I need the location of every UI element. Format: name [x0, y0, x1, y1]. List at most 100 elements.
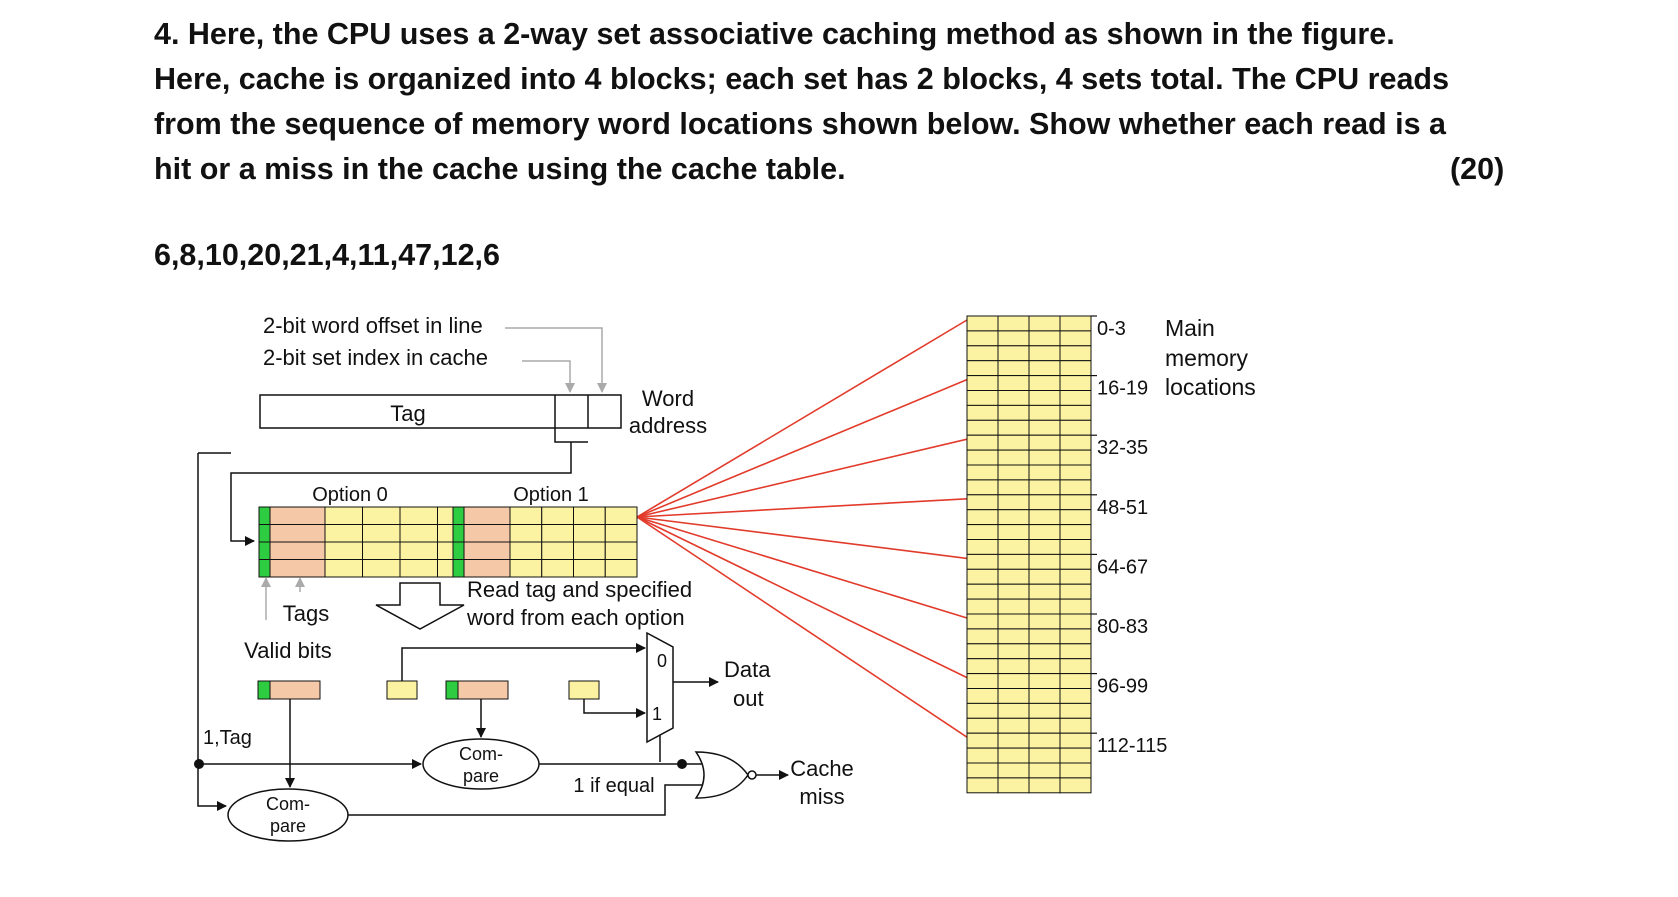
one-tag-label: 1,Tag [203, 727, 252, 749]
cache-cell [362, 559, 401, 578]
cache-grid [258, 506, 638, 578]
cache-cell [463, 559, 511, 578]
cache-cell [324, 506, 363, 525]
memory-range-label: 80-83 [1097, 616, 1148, 638]
memory-cell [997, 762, 1030, 779]
cache-cell [258, 541, 271, 560]
main-memory-label-3: locations [1165, 374, 1256, 400]
memory-cell [1028, 732, 1061, 749]
memory-cell [1028, 762, 1061, 779]
memory-cell [966, 568, 999, 585]
index-leader [522, 360, 575, 393]
memory-cell [997, 539, 1030, 555]
memory-cell [966, 524, 999, 540]
cache-cell [399, 541, 438, 560]
cache-cell [324, 541, 363, 560]
memory-cell [1059, 613, 1092, 630]
memory-cell [997, 330, 1030, 347]
memory-cell [997, 673, 1030, 689]
memory-cell [997, 404, 1030, 421]
memory-cell [1059, 688, 1092, 704]
question-line-4-text: hit or a miss in the cache using the cac… [154, 152, 846, 186]
compare0-label-2: pare [270, 816, 306, 836]
memory-cell [1059, 732, 1092, 749]
mux [646, 631, 674, 744]
cache-cell [509, 541, 543, 560]
question-text: 4. Here, the CPU uses a 2-way set associ… [154, 12, 1594, 192]
word-address-register [259, 394, 622, 429]
cache-cell [604, 506, 638, 525]
mapping-line [636, 438, 968, 518]
set-index-label: 2-bit set index in cache [263, 345, 488, 370]
cache-cell [324, 559, 363, 578]
mux-input1-label: 1 [652, 704, 662, 724]
memory-cell [1028, 404, 1061, 421]
cache-cell [362, 506, 401, 525]
memory-cell [997, 434, 1030, 451]
memory-cell [1059, 479, 1092, 496]
memory-cell [1059, 434, 1092, 451]
memory-cell [966, 494, 999, 511]
memory-cell [966, 732, 999, 749]
memory-cell [1059, 404, 1092, 421]
cache-cell [362, 541, 401, 560]
nor-gate [694, 751, 749, 799]
memory-range-label: 0-3 [1097, 318, 1126, 340]
cache-cell [452, 524, 465, 543]
memory-cell [966, 583, 999, 600]
memory-cell [997, 717, 1030, 734]
memory-cell [966, 509, 999, 526]
cache-cell [541, 541, 574, 560]
address-sequence: 6,8,10,20,21,4,11,47,12,6 [154, 238, 500, 272]
memory-cell [1028, 568, 1061, 585]
cache-cell [258, 559, 271, 578]
memory-cell [1028, 717, 1061, 734]
cache-miss-label-2: miss [799, 784, 844, 809]
cache-cell [604, 541, 638, 560]
tag-field-label: Tag [390, 401, 425, 426]
cache-cell [541, 524, 574, 543]
cache-cell [463, 541, 511, 560]
cache-cell [399, 506, 438, 525]
memory-cell [997, 702, 1030, 719]
memory-range-label: 96-99 [1097, 676, 1148, 698]
compare0-label-1: Com- [266, 794, 310, 814]
compare1-label-2: pare [463, 766, 499, 786]
cache-miss-label-1: Cache [790, 756, 854, 781]
mapping-line [636, 516, 968, 560]
memory-cell [1028, 360, 1061, 377]
memory-range-label: 64-67 [1097, 556, 1148, 578]
memory-cell [1028, 524, 1061, 540]
mapping-line [636, 319, 968, 518]
cache-cell [463, 524, 511, 543]
cache-cell [452, 541, 465, 560]
cache-cell [399, 559, 438, 578]
memory-cell [1028, 747, 1061, 764]
memory-cell [997, 658, 1030, 675]
memory-cell [1028, 673, 1061, 689]
memory-range-label: 112-115 [1097, 735, 1167, 757]
memory-cell [997, 747, 1030, 764]
cache-cell [258, 506, 271, 525]
memory-cell [1059, 553, 1092, 570]
memory-cell [966, 330, 999, 347]
memory-cell [997, 598, 1030, 615]
compare1-label-1: Com- [459, 744, 503, 764]
option1-label: Option 1 [513, 484, 589, 506]
memory-cell [966, 419, 999, 436]
word-offset-label: 2-bit word offset in line [263, 313, 483, 338]
cache-cell [509, 559, 543, 578]
memory-cell [997, 777, 1030, 794]
memory-cell [997, 464, 1030, 481]
memory-cell [997, 479, 1030, 496]
memory-cell [997, 583, 1030, 600]
memory-cell [1059, 390, 1092, 406]
memory-cell [966, 747, 999, 764]
memory-cell [1059, 509, 1092, 526]
cache-cell [269, 559, 326, 578]
memory-cell [1028, 434, 1061, 451]
cache-cell [362, 524, 401, 543]
memory-cell [1028, 419, 1061, 436]
memory-cell [997, 732, 1030, 749]
